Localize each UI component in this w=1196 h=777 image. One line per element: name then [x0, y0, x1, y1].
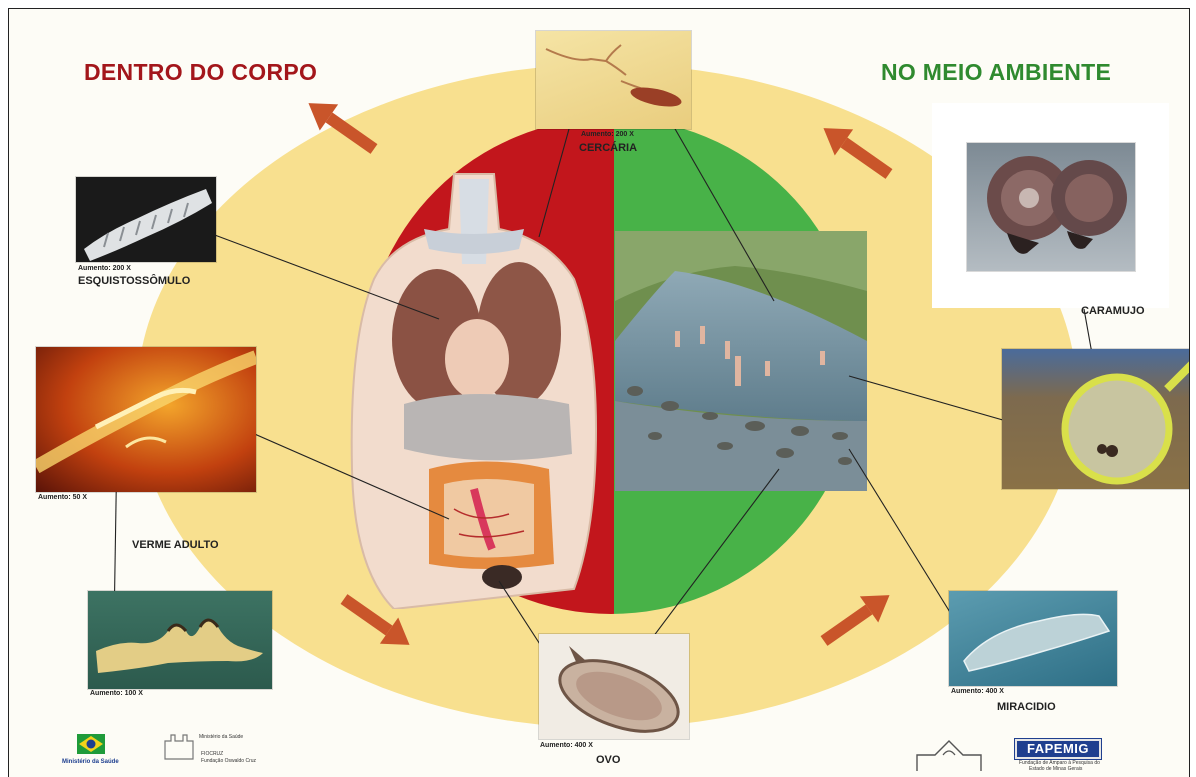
- fapemig-logo-icon: FAPEMIG: [1015, 739, 1101, 759]
- adult-worm-magnification: Aumento: 100 X: [90, 690, 143, 697]
- fiocruz-top-text: Ministério da Saúde: [199, 734, 243, 740]
- miracidium-magnification: Aumento: 400 X: [951, 688, 1004, 695]
- fiocruz-sub-text: Fundação Oswaldo Cruz: [201, 758, 256, 764]
- fapemig-sub-2: Estado de Minas Gerais: [1029, 766, 1082, 772]
- brazil-flag-icon: [77, 734, 105, 754]
- arrow-icon: [815, 582, 899, 654]
- egg-photo: [539, 634, 689, 739]
- ufmg-logo-icon: [909, 733, 989, 773]
- snail-photo: [967, 143, 1135, 271]
- snail-label: CARAMUJO: [1081, 305, 1145, 317]
- fiocruz-name-text: FIOCRUZ: [201, 751, 223, 757]
- schistosomulum-label: ESQUISTOSSÔMULO: [78, 275, 190, 287]
- fapemig-logo-text: FAPEMIG: [1017, 741, 1099, 757]
- cercaria-label: CERCÁRIA: [579, 142, 637, 154]
- miracidium-photo: [949, 591, 1117, 686]
- adult-worm-label: VERME ADULTO: [132, 539, 219, 551]
- fiocruz-logo-icon: [161, 731, 197, 761]
- ministry-logo-text: Ministério da Saúde: [62, 759, 119, 765]
- cercaria-magnification: Aumento: 200 X: [581, 131, 634, 138]
- lifecycle-diagram: DENTRO DO CORPO NO MEIO AMBIENTE: [8, 8, 1190, 777]
- snail-collection-photo: [1002, 349, 1190, 489]
- miracidium-label: MIRACIDIO: [997, 701, 1056, 713]
- arrow-icon: [299, 90, 383, 162]
- arrow-icon: [335, 586, 419, 658]
- schistosomulum-magnification: Aumento: 200 X: [78, 265, 131, 272]
- arrow-icon: [814, 115, 898, 187]
- egg-label: OVO: [596, 754, 620, 766]
- adult-worm-sem-magnification: Aumento: 50 X: [38, 494, 87, 501]
- schistosomulum-photo: [76, 177, 216, 262]
- adult-worm-sem-photo: [36, 347, 256, 492]
- cercaria-photo: [536, 31, 691, 129]
- adult-worm-photo: [88, 591, 272, 689]
- egg-magnification: Aumento: 400 X: [540, 742, 593, 749]
